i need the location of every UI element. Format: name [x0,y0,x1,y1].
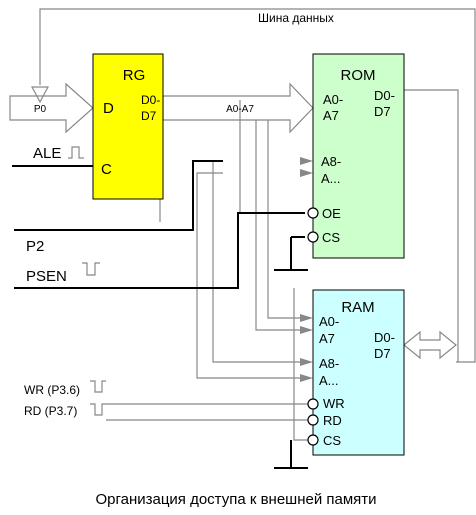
rom-title: ROM [341,67,376,84]
rom-ground [274,236,308,271]
rg-output-label-1: D0- [141,93,160,107]
rd-label: RD (P3.7) [24,404,77,418]
rd-pulse-icon [90,403,106,416]
gray-arrowheads [300,157,313,382]
a0a7-bus-arrow [162,82,314,134]
ram-wr-label: WR [323,396,345,411]
p0-label: P0 [34,104,47,115]
ale-pulse-icon [68,146,84,159]
ram-chip [312,289,405,456]
wr-label: WR (P3.6) [24,383,80,397]
rom-oe-inversion-circle [307,207,319,219]
ram-cs-line [293,288,308,441]
rom-a0-label-2: A7 [323,108,339,123]
rg-input-d: D [103,100,114,117]
psen-line [14,212,305,289]
ale-label: ALE [33,145,61,162]
ram-rd-inversion-circle [307,414,319,426]
psen-label: PSEN [26,268,67,285]
rom-data-bus-link [404,89,459,362]
p2-label: P2 [26,238,44,255]
rg-output-label-2: D7 [141,109,157,123]
p2-line [14,160,223,231]
rom-cs-label: CS [322,230,340,245]
ram-d0-label-1: D0- [374,330,395,345]
rom-a8-label-1: A8- [321,154,341,169]
ram-cs-label: CS [323,433,341,448]
ram-rd-label: RD [323,413,342,428]
diagram-caption: Организация доступа к внешней памяти [95,491,376,508]
ram-ground [274,440,308,469]
psen-pulse-icon [82,262,100,276]
a0-line-2 [267,120,304,319]
ram-a0-label-2: A7 [319,331,335,346]
rom-oe-label: OE [322,206,341,221]
rom-a0-label-1: A0- [323,92,343,107]
ram-a8-label-2: A... [319,373,339,388]
ram-wr-inversion-circle [307,398,319,410]
rom-chip [312,53,405,259]
ram-data-bus-arrow [403,330,457,360]
ram-a8-label-1: A8- [319,356,339,371]
rom-a8-label-2: A... [321,171,341,186]
ram-title: RAM [341,299,374,316]
data-bus-arrowhead [31,86,49,104]
a0-line-1 [255,120,304,331]
ram-a0-label-1: A0- [319,314,339,329]
ram-d0-label-2: D7 [374,346,391,361]
a0a7-label: A0-A7 [226,104,254,115]
ram-cs-inversion-circle [307,434,319,446]
p0-bus-arrow [9,82,94,134]
rg-register [92,53,164,200]
rg-title: RG [123,67,146,84]
rg-input-c: C [101,161,112,178]
rom-cs-inversion-circle [307,231,319,243]
rom-d0-label-1: D0- [374,88,395,103]
rom-d0-label-2: D7 [374,104,391,119]
data-bus-line [39,8,476,363]
wr-pulse-icon [90,380,106,393]
a8-line-2 [196,172,304,379]
data-bus-label: Шина данных [258,11,334,25]
